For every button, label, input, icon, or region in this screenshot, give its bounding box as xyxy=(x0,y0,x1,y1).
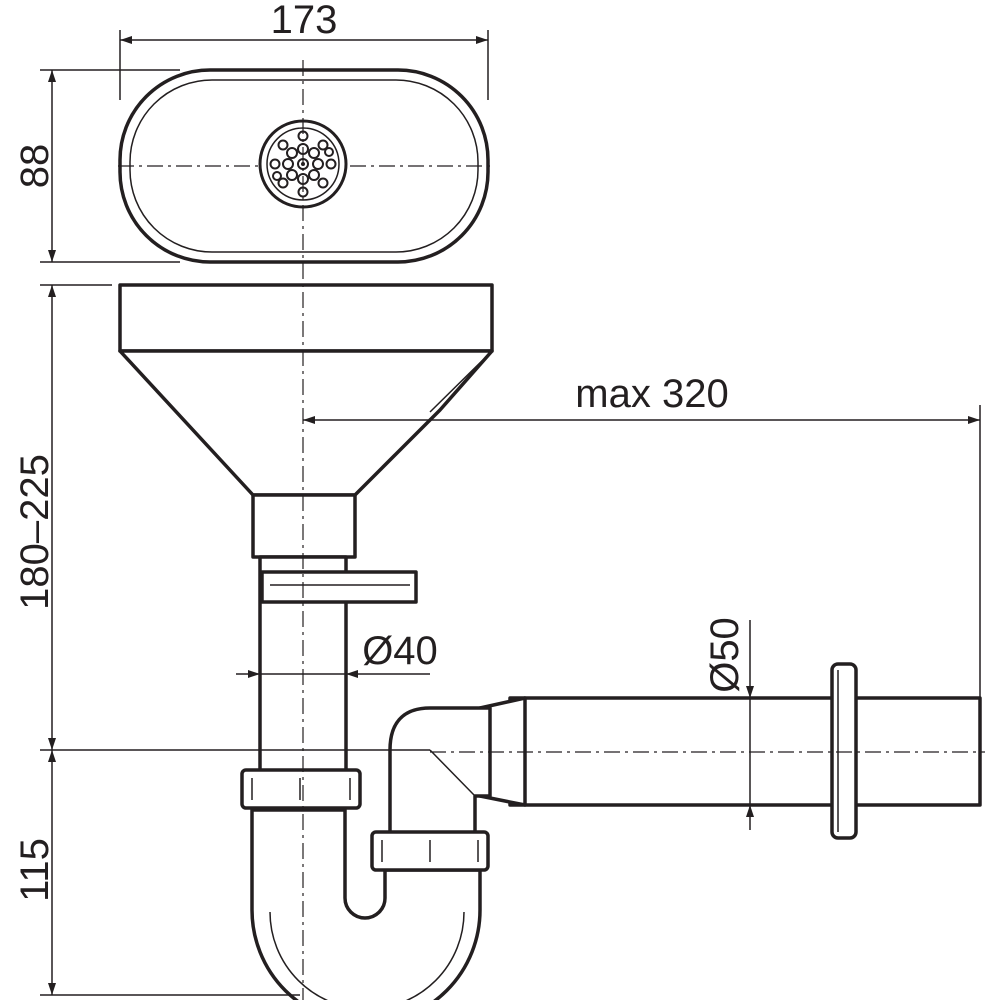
dimension-max-length: max 320 xyxy=(303,372,981,698)
dimension-trap-height: 115 xyxy=(13,750,300,996)
funnel-height-label: 180–225 xyxy=(13,454,57,610)
u-trap xyxy=(250,808,482,1000)
diameter-50-label: Ø50 xyxy=(703,617,747,693)
dimension-diameter-40: Ø40 xyxy=(236,629,438,678)
width-top-label: 173 xyxy=(271,0,338,42)
union-nut-right xyxy=(370,830,490,872)
max-length-label: max 320 xyxy=(575,372,728,416)
wall-flange xyxy=(830,662,858,840)
funnel-bowl xyxy=(118,283,494,497)
union-nut-left xyxy=(240,768,362,810)
dimension-height-top: 88 xyxy=(13,69,180,263)
height-top-label: 88 xyxy=(13,144,57,189)
dimension-diameter-50: Ø50 xyxy=(703,617,754,830)
elbow-fitting xyxy=(388,706,492,842)
center-lines xyxy=(302,60,985,1000)
overflow-arm xyxy=(260,570,418,604)
dimension-width-top: 173 xyxy=(119,0,489,100)
dimension-funnel-height: 180–225 xyxy=(13,284,430,751)
trap-height-label: 115 xyxy=(13,838,57,902)
diameter-40-label: Ø40 xyxy=(362,629,438,673)
inlet-pipe xyxy=(251,493,357,779)
